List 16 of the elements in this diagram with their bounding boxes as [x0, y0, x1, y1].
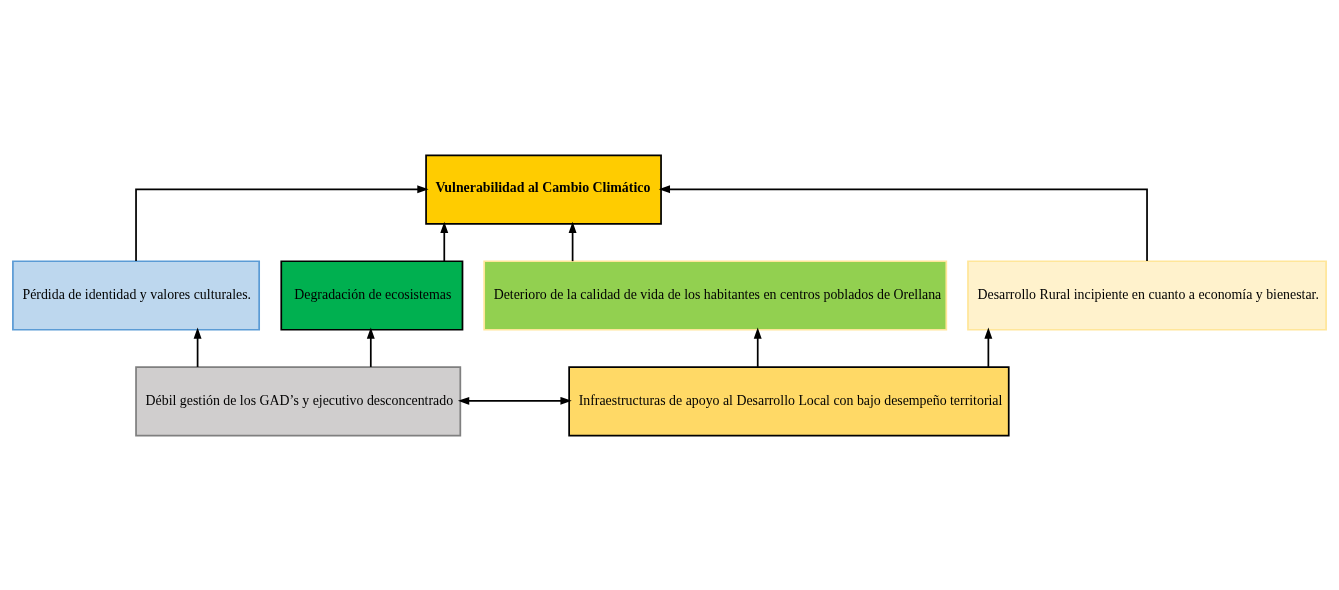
- arrow: [984, 326, 993, 368]
- arrow: [193, 326, 202, 368]
- arrow: [753, 326, 762, 368]
- arrow: [457, 396, 572, 405]
- node-box: Débil gestión de los GAD’s y ejecutivo desconcentrado: [135, 365, 462, 436]
- arrow: [440, 221, 449, 262]
- node-box: Desarrollo Rural incipiente en cuanto a economía y bienestar.: [967, 259, 1327, 331]
- node-box: Degradación de ecosistemas: [280, 259, 464, 331]
- node-box: Infraestructuras de apoyo al Desarrollo Local con bajo desempeño territorial: [568, 365, 1010, 436]
- node-box: Pérdida de identidad y valores culturales.: [12, 259, 261, 331]
- arrow: [658, 184, 1148, 262]
- arrow: [135, 184, 429, 262]
- arrow: [568, 221, 577, 262]
- node-box: Deterioro de la calidad de vida de los habitantes en centros poblados de Orellana: [483, 259, 948, 331]
- arrow: [366, 326, 375, 368]
- node-box: Vulnerabilidad al Cambio Climático: [425, 154, 662, 225]
